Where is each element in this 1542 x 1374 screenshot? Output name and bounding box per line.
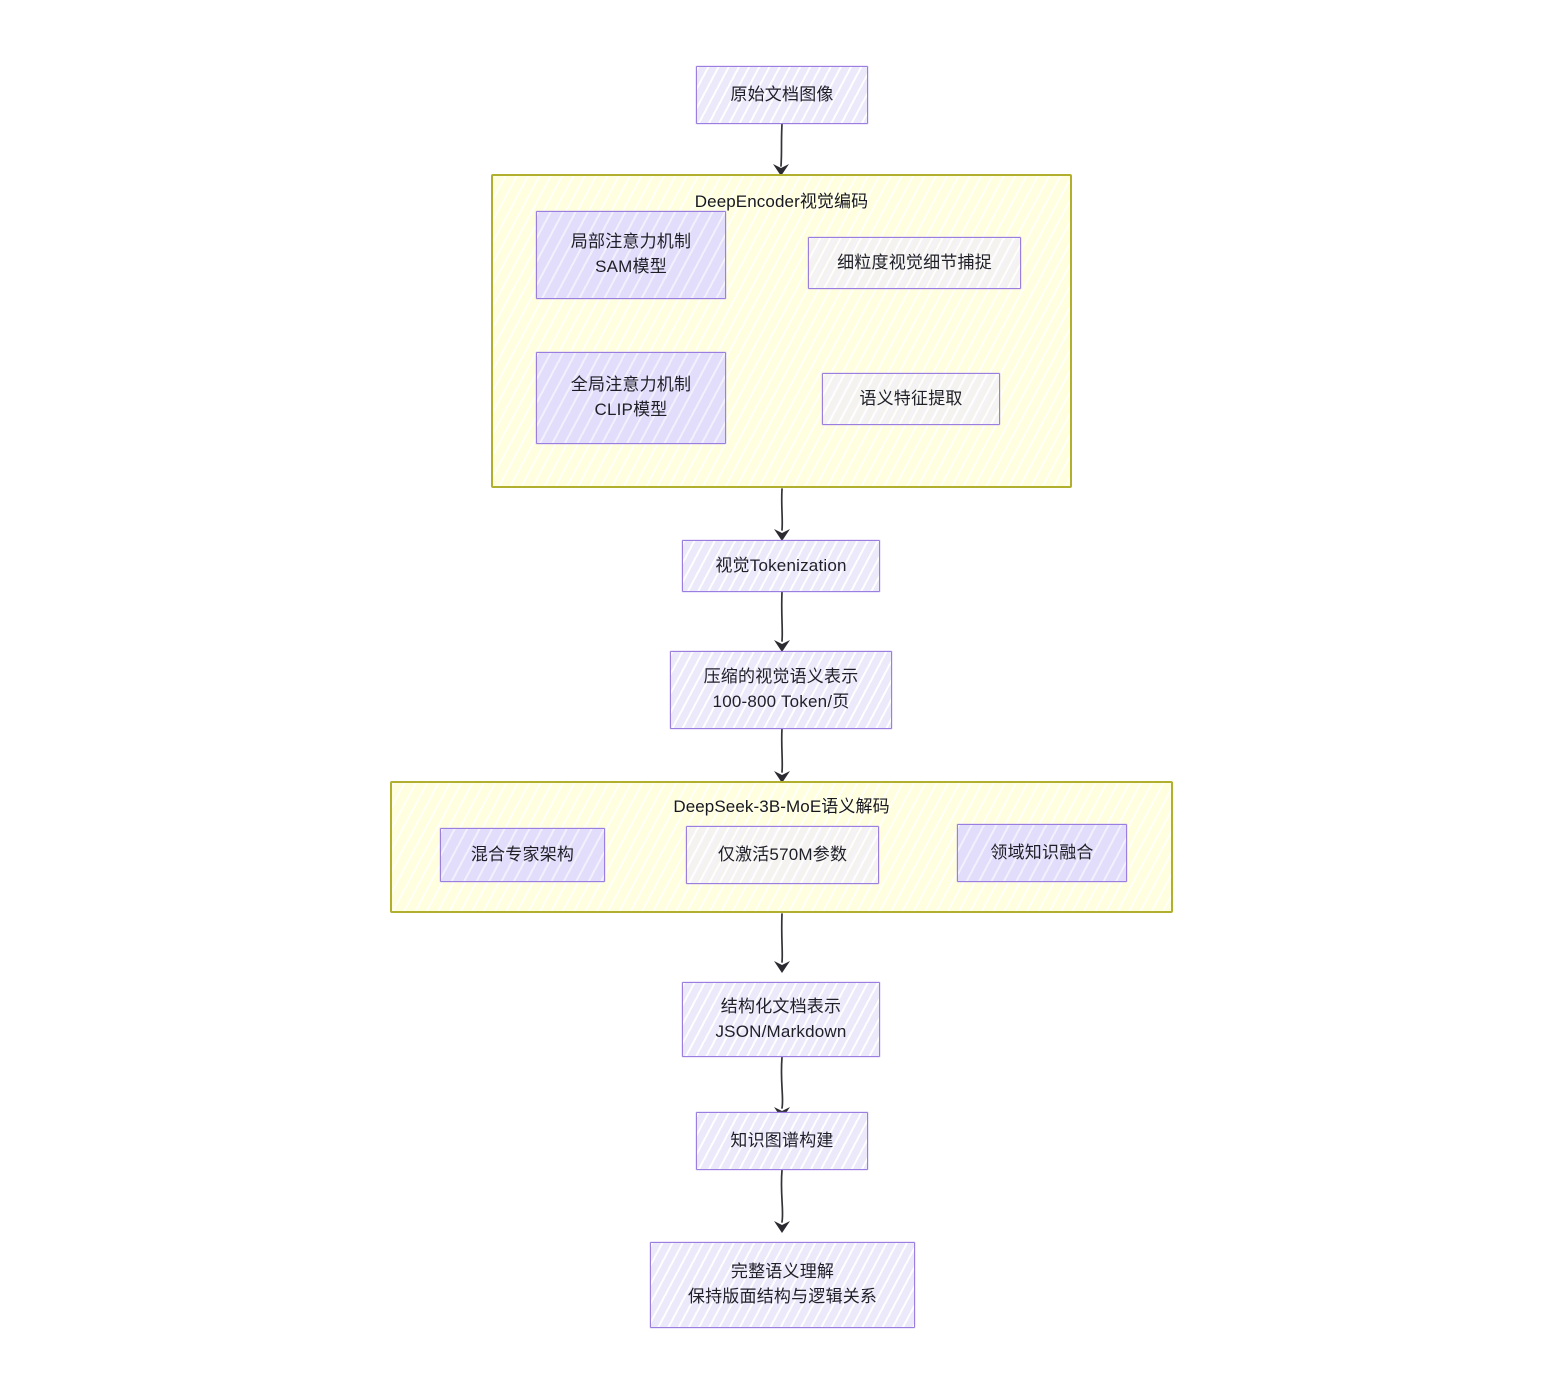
node-domain-fusion-line1: 领域知识融合: [990, 842, 1094, 862]
node-source-image[interactable]: 原始文档图像: [696, 66, 868, 124]
node-semantic-feature-line1: 语义特征提取: [859, 388, 963, 408]
node-structured-doc-line2: JSON/Markdown: [715, 1021, 847, 1041]
node-local-attention-line2: SAM模型: [595, 257, 667, 276]
node-global-attention-line1: 全局注意力机制: [570, 375, 692, 395]
edge-encoder-to-tokenization: [774, 488, 790, 541]
node-structured-doc-line1: 结构化文档表示: [720, 996, 842, 1016]
node-final-output-line1: 完整语义理解: [730, 1262, 835, 1282]
node-compressed-line2: 100-800 Token/页: [712, 692, 850, 711]
node-compressed[interactable]: 压缩的视觉语义表示 100-800 Token/页: [670, 651, 892, 729]
node-fine-detail[interactable]: 细粒度视觉细节捕捉: [808, 237, 1021, 289]
node-knowledge-graph[interactable]: 知识图谱构建: [696, 1112, 868, 1170]
edge-source-to-encoder: [773, 123, 789, 176]
edge-decoder-to-structured: [774, 913, 790, 973]
node-tokenization-line1: 视觉Tokenization: [715, 555, 847, 575]
node-final-output[interactable]: 完整语义理解 保持版面结构与逻辑关系: [650, 1242, 915, 1328]
edge-tokenization-to-compressed: [774, 591, 790, 652]
node-local-attention-line1: 局部注意力机制: [570, 232, 692, 252]
node-moe-arch[interactable]: 混合专家架构: [440, 828, 605, 882]
node-structured-doc[interactable]: 结构化文档表示 JSON/Markdown: [682, 982, 880, 1057]
edge-compressed-to-decoder: [774, 727, 790, 783]
node-tokenization[interactable]: 视觉Tokenization: [682, 540, 880, 592]
node-semantic-feature[interactable]: 语义特征提取: [822, 373, 1000, 425]
node-domain-fusion[interactable]: 领域知识融合: [957, 824, 1127, 882]
node-knowledge-graph-line1: 知识图谱构建: [730, 1130, 834, 1150]
node-fine-detail-line1: 细粒度视觉细节捕捉: [837, 252, 992, 272]
edge-structured-to-kg: [774, 1056, 790, 1119]
node-activated-params-line1: 仅激活570M参数: [717, 844, 848, 864]
node-local-attention[interactable]: 局部注意力机制 SAM模型: [536, 211, 726, 299]
node-activated-params[interactable]: 仅激活570M参数: [686, 826, 879, 884]
node-source-image-line1: 原始文档图像: [730, 84, 834, 104]
node-moe-arch-line1: 混合专家架构: [470, 844, 575, 864]
node-global-attention[interactable]: 全局注意力机制 CLIP模型: [536, 352, 726, 444]
node-global-attention-line2: CLIP模型: [594, 400, 668, 419]
node-compressed-line1: 压缩的视觉语义表示: [703, 667, 859, 687]
subgraph-deepencoder-title: DeepEncoder视觉编码: [694, 192, 869, 211]
node-final-output-line2: 保持版面结构与逻辑关系: [687, 1287, 878, 1306]
subgraph-deepseek-moe-title: DeepSeek-3B-MoE语义解码: [673, 797, 890, 816]
edge-kg-to-final: [774, 1169, 790, 1233]
